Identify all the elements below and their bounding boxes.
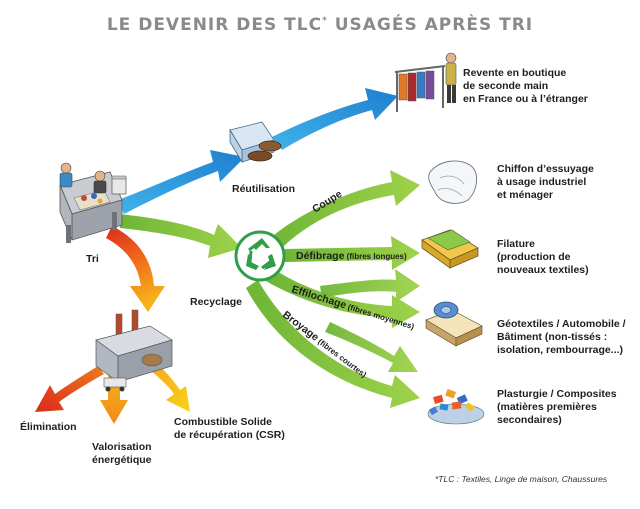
label-recyclage: Recyclage <box>190 296 242 308</box>
cloth-illustration <box>428 160 477 204</box>
arrow-tri-to-energy <box>106 226 165 312</box>
svg-text:(matières premières: (matières premières <box>497 401 597 413</box>
label-plasturgie: Plasturgie / Composites (matières premiè… <box>497 388 617 426</box>
label-tri: Tri <box>86 253 99 265</box>
label-revente: Revente en boutique de seconde main en F… <box>463 67 588 105</box>
arrow-tri-to-recyclage <box>118 214 242 258</box>
clothing-rack-illustration <box>394 52 457 112</box>
arrow-csr <box>150 364 190 412</box>
clothes-shoes-illustration <box>229 121 282 164</box>
arrow-elimination <box>35 366 104 412</box>
label-valorisation: Valorisation énergétique <box>92 441 152 466</box>
svg-text:à usage industriel: à usage industriel <box>497 176 586 188</box>
arrow-valorisation <box>100 374 128 424</box>
arrow-broyage-geotextiles <box>325 322 418 372</box>
svg-text:énergétique: énergétique <box>92 454 152 466</box>
label-csr: Combustible Solide de récupération (CSR) <box>174 416 285 441</box>
textiles-illustration <box>421 229 479 269</box>
label-filature: Filature (production de nouveaux textile… <box>497 238 589 276</box>
svg-text:et ménager: et ménager <box>497 189 553 201</box>
svg-text:(production de: (production de <box>497 251 571 263</box>
page-title: LE DEVENIR DES TLC* USAGÉS APRÈS TRI <box>107 13 533 35</box>
arrow-defibrage <box>285 236 420 270</box>
recycle-icon <box>234 230 286 282</box>
arrow-effilochage-filature <box>320 269 420 302</box>
pellets-illustration <box>427 388 485 425</box>
arrow-reutilisation-to-revente <box>272 88 398 150</box>
svg-text:Combustible Solide: Combustible Solide <box>174 416 272 428</box>
svg-text:Plasturgie / Composites: Plasturgie / Composites <box>497 388 617 400</box>
label-elimination: Élimination <box>20 420 77 433</box>
svg-text:Géotextiles / Automobile /: Géotextiles / Automobile / <box>497 318 626 330</box>
label-chiffon: Chiffon d’essuyage à usage industriel et… <box>497 163 594 201</box>
arrow-broyage <box>246 280 420 408</box>
svg-text:Valorisation: Valorisation <box>92 441 152 453</box>
arrow-effilochage <box>264 268 420 328</box>
svg-text:de récupération (CSR): de récupération (CSR) <box>174 429 285 441</box>
svg-text:nouveaux textiles): nouveaux textiles) <box>497 264 589 276</box>
footnote: *TLC : Textiles, Linge de maison, Chauss… <box>435 474 608 484</box>
svg-text:Bâtiment (non-tissés :: Bâtiment (non-tissés : <box>497 331 607 343</box>
label-geotextiles: Géotextiles / Automobile / Bâtiment (non… <box>497 318 626 356</box>
arrow-coupe <box>268 170 420 252</box>
factory-illustration <box>95 309 173 392</box>
svg-text:Filature: Filature <box>497 238 535 250</box>
svg-text:de seconde main: de seconde main <box>463 80 548 92</box>
svg-text:Chiffon d’essuyage: Chiffon d’essuyage <box>497 163 594 175</box>
label-defibrage: Défibrage (fibres longues) <box>296 250 407 262</box>
arrow-tri-to-reutilisation <box>118 150 245 214</box>
sorting-illustration <box>59 162 127 243</box>
svg-text:isolation, rembourrage...): isolation, rembourrage...) <box>497 344 623 356</box>
svg-text:Revente en boutique: Revente en boutique <box>463 67 566 79</box>
label-reutilisation: Réutilisation <box>232 183 295 195</box>
svg-text:en France ou à l’étranger: en France ou à l’étranger <box>463 93 588 105</box>
svg-text:secondaires): secondaires) <box>497 414 562 426</box>
geotextile-illustration <box>425 301 483 347</box>
